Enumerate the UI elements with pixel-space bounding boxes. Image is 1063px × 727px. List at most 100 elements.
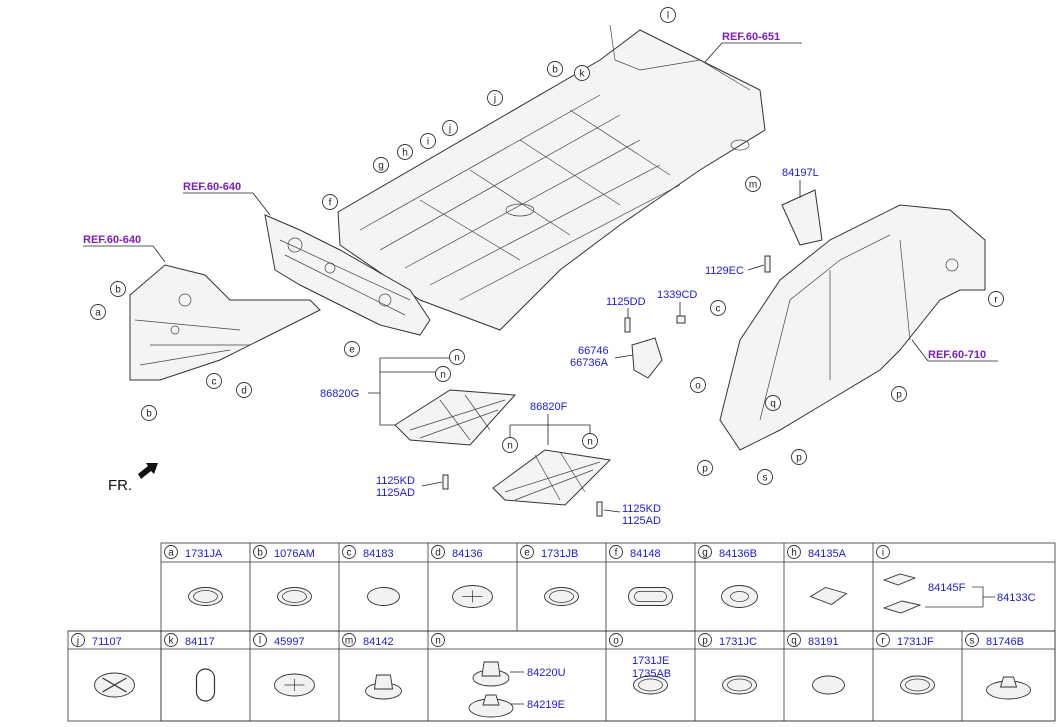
bubble-letter: h [402,148,408,159]
bubble-m: m [745,176,761,192]
bubble-letter: n [507,441,513,452]
bubble-letter: l [667,11,669,22]
table-cell-p: p 1731JC [694,631,757,721]
part-code: 71107 [92,636,122,648]
table-cell-l: l 45997 [249,631,315,721]
callout-1125ad-b: 1125AD [622,515,661,527]
part-code: 1731JB [541,548,578,560]
bubble-n: n [449,349,465,365]
ref-60-651[interactable]: REF.60-651 [722,31,780,43]
bubble-n: n [435,366,451,382]
cell-letter: d [435,548,441,559]
cell-letter: h [791,548,797,559]
bubble-letter: n [454,353,460,364]
cell-bubble: h [787,545,801,559]
callout-66746: 66746 [578,345,609,357]
part-code: 1076AM [274,548,315,560]
cell-letter: c [347,548,352,559]
cell-bubble: b [253,545,267,559]
bubble-letter: p [896,390,902,401]
part-code: 1731JE [632,655,669,667]
bubble-b: b [547,61,563,77]
table-cell-f: f 84148 [605,543,673,631]
bubble-letter: n [587,437,593,448]
bubble-letter: c [716,304,721,315]
cell-bubble: i [876,545,890,559]
cell-bubble: o [609,633,623,647]
callout-84197l: 84197L [782,167,819,179]
cell-letter: p [702,636,708,647]
cell-letter: b [257,548,263,559]
table-cell-s: s 81746B [961,631,1031,721]
floor-panel [337,24,766,331]
cell-bubble: s [965,633,979,647]
cell-bubble: l [253,633,267,647]
bubble-p: p [791,449,807,465]
cell-letter: m [345,636,353,647]
cell-bubble: c [342,545,356,559]
cell-bubble: k [164,633,178,647]
callout-1125ad-a: 1125AD [376,487,415,499]
bracket-66746 [631,337,663,379]
bubble-letter: f [329,198,332,209]
cell-letter: g [702,548,708,559]
bubble-b: b [141,405,157,421]
bubble-letter: b [552,65,558,76]
ref-60-710[interactable]: REF.60-710 [928,349,986,361]
bubble-n: n [582,433,598,449]
bubble-k: k [574,65,590,81]
bubble-letter: d [241,386,247,397]
bubble-r: r [988,291,1004,307]
cell-letter: r [881,636,885,647]
bubble-letter: o [695,381,701,392]
cell-letter: k [169,636,175,647]
table-cell-o: o [605,631,668,721]
nut-1339cd [676,315,686,324]
cell-letter: a [168,548,174,559]
cell-letter: e [524,548,530,559]
bubble-h: h [397,144,413,160]
bubble-letter: j [448,124,451,135]
cell-letter: q [791,636,797,647]
table-cell-n: n [427,631,445,721]
table-cell-r: r 1731JF [872,631,935,721]
callout-1125dd: 1125DD [606,296,646,308]
bubble-letter: p [702,464,708,475]
part-code: 1731JF [897,636,934,648]
bubble-o: o [690,377,706,393]
ref-60-640-mid[interactable]: REF.60-640 [183,181,241,193]
cell-letter: n [435,636,441,647]
ref-60-640-left[interactable]: REF.60-640 [83,234,141,246]
dash-panel [264,214,431,336]
part-code: 84135A [808,548,847,560]
table-cell-h: h 84135A [783,543,848,631]
cell-bubble: p [698,633,712,647]
part-code: 1731JC [719,636,757,648]
part-code: 1731JA [185,548,223,560]
bubble-s: s [757,469,773,485]
side-body-panel [719,189,986,451]
part-code: 81746B [986,636,1024,648]
part-code: 45997 [274,636,305,648]
bubble-letter: s [763,473,768,484]
cell-bubble: m [342,633,356,647]
cell-letter: f [615,548,618,559]
front-side-member [129,264,321,381]
bubble-letter: b [146,409,152,420]
table-cell-a: a 1731JA [164,545,223,606]
bubble-g: g [373,157,389,173]
bolt-1125kd-b [596,501,603,517]
bubble-d: d [236,382,252,398]
bubble-l: l [660,7,676,23]
bubble-j: j [442,120,458,136]
callout-1129ec: 1129EC [705,265,744,277]
callout-66736a: 66736A [570,357,609,369]
bubble-a: a [90,304,106,320]
part-code: 84148 [630,548,661,560]
